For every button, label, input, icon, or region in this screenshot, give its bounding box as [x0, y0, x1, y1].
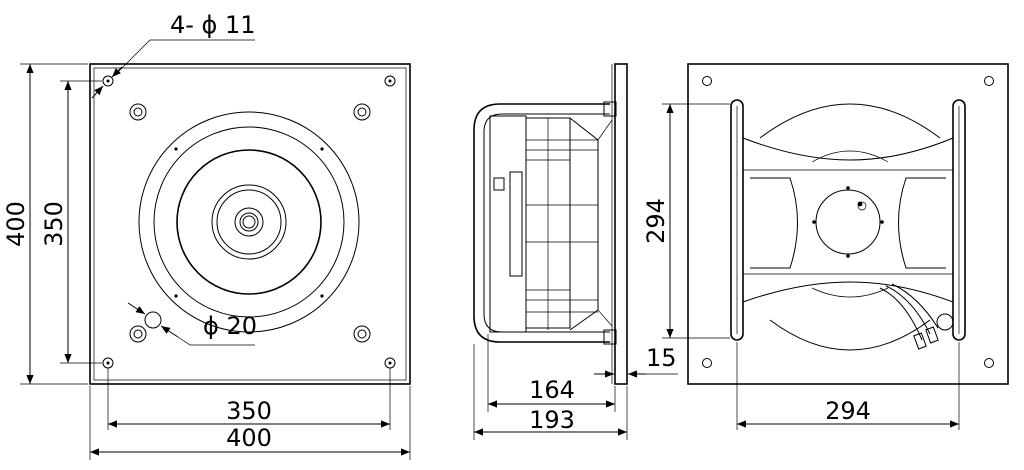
- front-plate-inner-edge: [93, 67, 407, 381]
- motor-body: [489, 115, 527, 333]
- cable-hole-callout: ϕ 20: [203, 312, 257, 340]
- side-view: 164 193 15: [473, 63, 678, 440]
- cable-bundle: [879, 283, 954, 350]
- rear-horizontal-spacing-label: 294: [825, 397, 871, 425]
- flange-plate: [614, 63, 628, 385]
- front-view: ϕ 20 4- ϕ 11 350 400 400 350: [2, 11, 411, 460]
- rear-hub: [815, 189, 881, 255]
- cable-hole: [144, 311, 162, 329]
- rim-dots: [174, 147, 324, 298]
- rear-view: 294 294: [642, 63, 1009, 430]
- front-width-inner-label: 350: [226, 397, 272, 425]
- fan-rings: [138, 111, 360, 333]
- front-height-inner-label: 350: [40, 201, 68, 247]
- housing-top-arc: [759, 103, 941, 139]
- side-depth-inner-label: 164: [529, 376, 575, 404]
- rear-mounting-holes: [702, 76, 994, 368]
- side-depth-outer-label: 193: [529, 406, 575, 434]
- tube-frame-outer: [473, 103, 610, 343]
- mounting-bracket: [742, 137, 954, 303]
- hex-nuts: [129, 103, 371, 343]
- front-plate-outline: [89, 63, 411, 385]
- side-extension-lines: [473, 334, 628, 440]
- rear-plate-outline: [687, 63, 1009, 385]
- rear-extension-lines: [662, 103, 960, 430]
- front-width-outer-label: 400: [226, 424, 272, 452]
- tube-frame-inner: [483, 113, 610, 333]
- housing-bottom-arc: [769, 319, 931, 351]
- hole-callout: 4- ϕ 11: [170, 11, 256, 39]
- rear-vertical-spacing-label: 294: [642, 198, 670, 244]
- front-height-outer-label: 400: [2, 201, 30, 247]
- flange-thickness-label: 15: [646, 344, 677, 372]
